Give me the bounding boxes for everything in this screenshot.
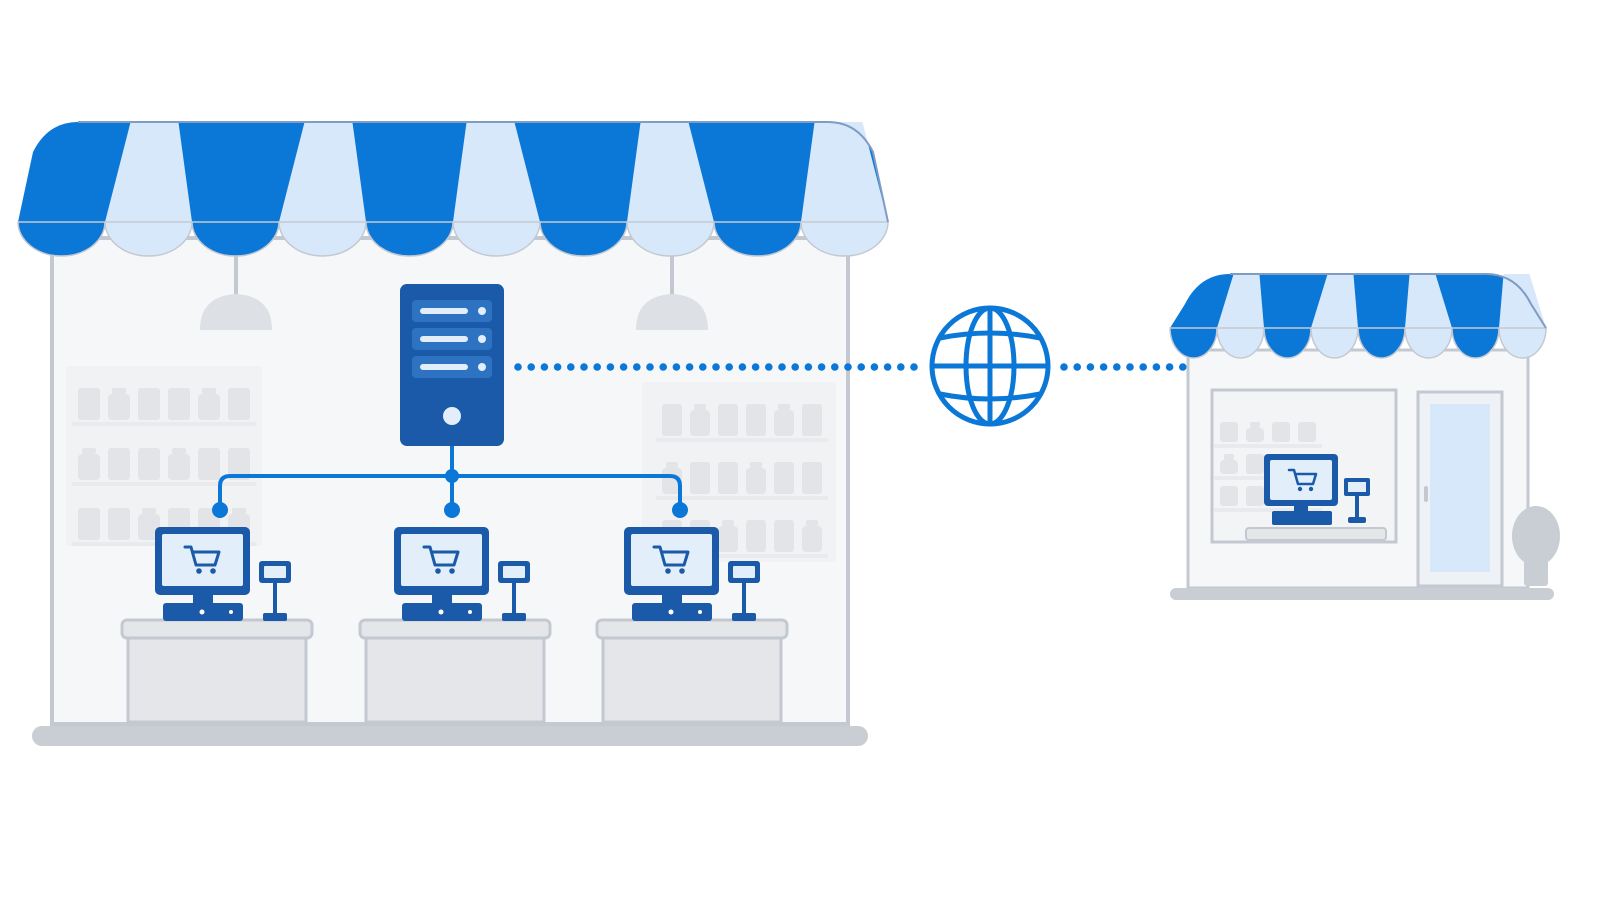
- main-store-awning: [17, 121, 889, 257]
- checkout-counter-2: [358, 618, 552, 724]
- checkout-counter-1: [120, 618, 314, 724]
- shelf-left: [66, 366, 262, 546]
- server-tower-icon: [400, 284, 504, 446]
- main-store-floor: [32, 726, 868, 746]
- branch-store: [1169, 273, 1560, 600]
- pos-terminal-icon: [1264, 454, 1370, 525]
- checkout-counter-3: [595, 618, 789, 724]
- internet-link: [514, 363, 1187, 371]
- branch-store-awning: [1169, 273, 1547, 359]
- shelf-right: [642, 382, 836, 562]
- branch-store-floor: [1170, 588, 1554, 600]
- branch-door: [1416, 390, 1504, 588]
- globe-icon: [929, 305, 1051, 427]
- plant-icon: [1512, 506, 1560, 586]
- lan-nodes: [212, 469, 688, 518]
